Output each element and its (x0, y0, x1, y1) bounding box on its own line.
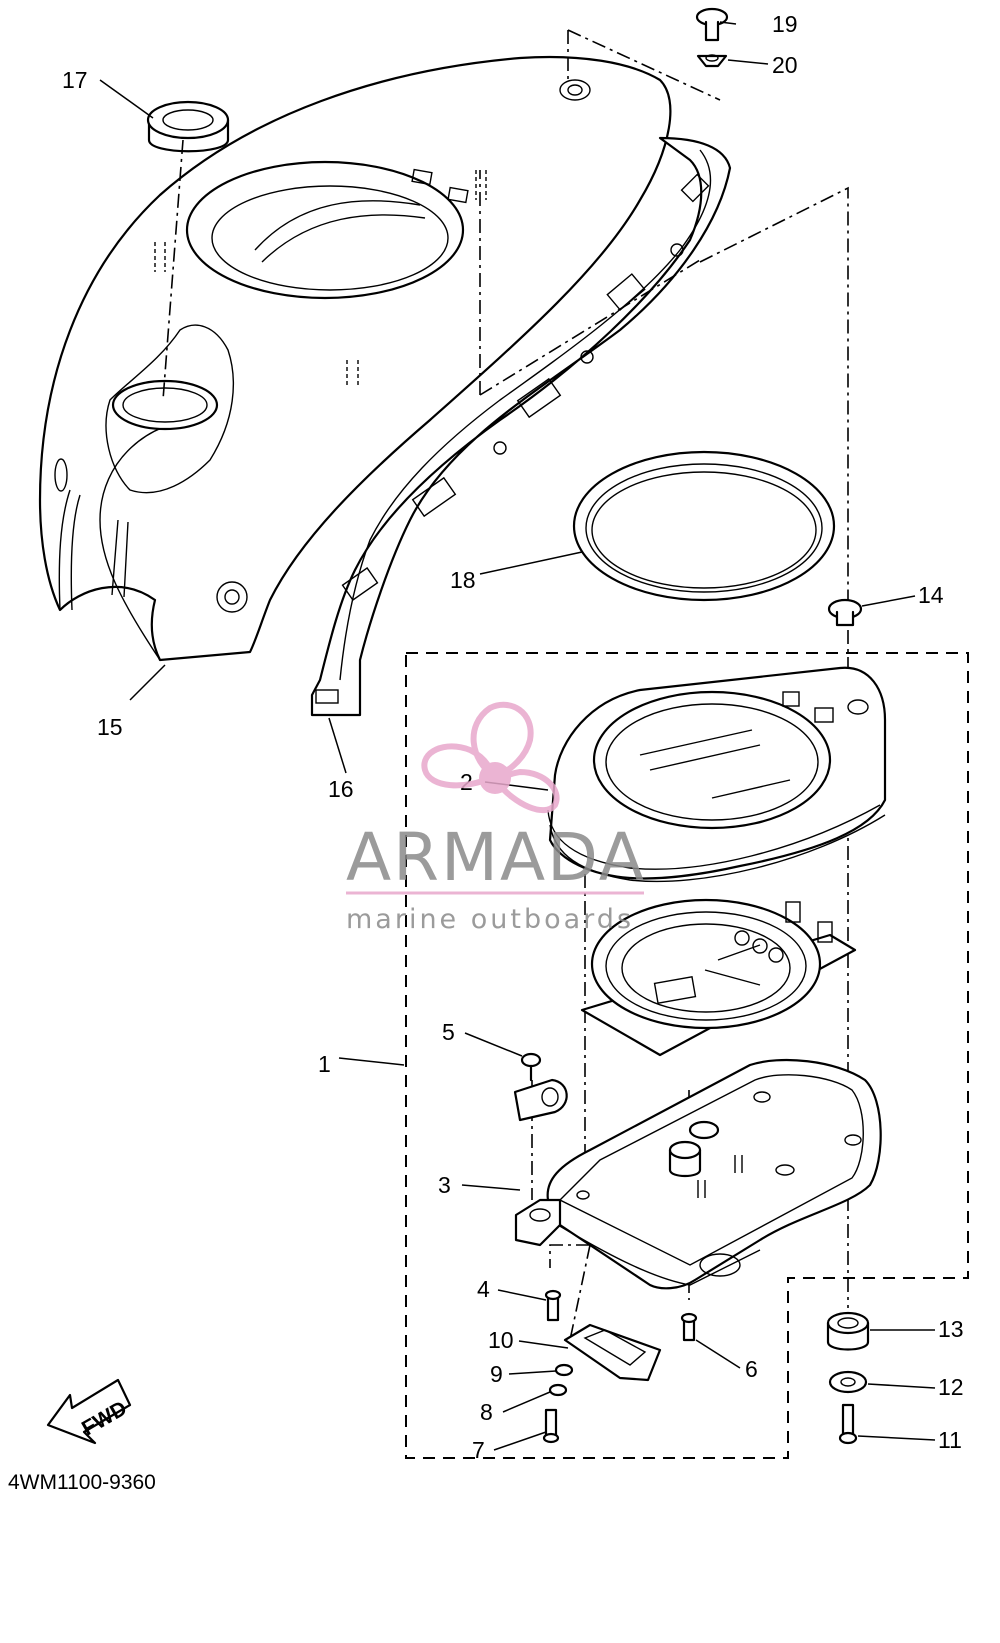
washer-8-part (548, 1383, 568, 1397)
washer-20-part (696, 54, 728, 68)
screw-6-part (680, 1312, 698, 1342)
callout-14: 14 (918, 582, 944, 608)
callout-18: 18 (450, 567, 476, 593)
callout-19: 19 (772, 11, 798, 37)
propeller-logo-icon (421, 701, 560, 813)
watermark-tagline: marine outboards (346, 904, 634, 935)
screw-7-part (542, 1408, 560, 1444)
screw-4-part (544, 1289, 562, 1322)
rubber-damper-13-part (826, 1311, 870, 1351)
armada-watermark: ARMADA marine outboards (346, 701, 646, 935)
callout-11: 11 (938, 1427, 962, 1453)
callout-5: 5 (442, 1019, 455, 1045)
callout-16: 16 (328, 776, 354, 802)
callout-12: 12 (938, 1374, 964, 1400)
meter-lens-cover-part (547, 666, 887, 883)
callout-13: 13 (938, 1316, 964, 1342)
assembly-boundary (405, 652, 969, 1459)
callout-15: 15 (97, 714, 123, 740)
callout-7: 7 (472, 1437, 485, 1463)
collar-14-part (827, 598, 863, 627)
clamp-part (513, 1078, 568, 1122)
callout-8: 8 (480, 1399, 493, 1425)
callout-labels: 1 2 3 4 5 6 7 8 9 10 11 12 13 14 15 16 1… (62, 11, 964, 1463)
trim-strip-part (310, 136, 732, 717)
gasket-ring-part (572, 450, 836, 602)
washer-9-part (554, 1363, 574, 1377)
part-code: 4WM1100-9360 (8, 1471, 156, 1494)
screw-19-part (695, 7, 729, 42)
callout-6: 6 (745, 1356, 758, 1382)
clip-screw-5-part (520, 1052, 542, 1082)
plate-10-part (563, 1323, 662, 1382)
meter-case-part (546, 1058, 882, 1290)
callout-17: 17 (62, 67, 88, 93)
watermark-brand: ARMADA (346, 819, 646, 896)
fwd-arrow-icon: FWD (46, 1378, 132, 1445)
meter-cover-part (38, 55, 672, 662)
meter-gauge-part (580, 898, 857, 1057)
callout-9: 9 (490, 1361, 503, 1387)
washer-12-part (828, 1370, 868, 1394)
grommet-part (146, 100, 230, 153)
callout-10: 10 (488, 1327, 514, 1353)
callout-1: 1 (318, 1051, 331, 1077)
callout-3: 3 (438, 1172, 451, 1198)
callout-4: 4 (477, 1276, 490, 1302)
bracket-3-part (514, 1198, 562, 1247)
leader-lines (99, 21, 936, 1451)
screw-11-part (838, 1403, 858, 1445)
callout-20: 20 (772, 52, 798, 78)
